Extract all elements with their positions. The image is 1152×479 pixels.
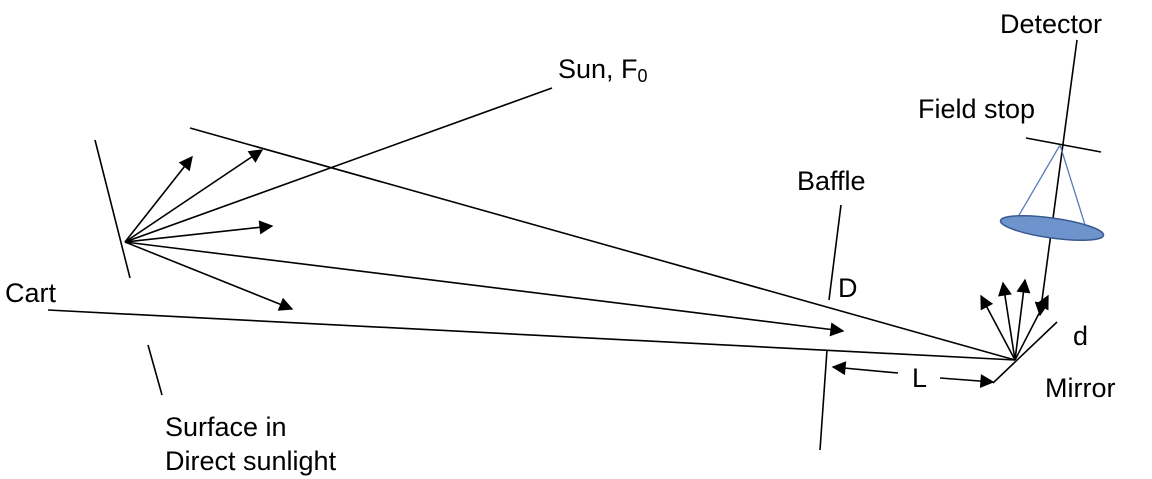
mirror-arrow-2 [998, 281, 1016, 361]
sun-label: Sun, F0 [558, 54, 648, 86]
mirror-arrow-3 [1014, 278, 1031, 361]
scatter-arrow-3 [124, 220, 274, 243]
field-stop-label: Field stop [918, 94, 1035, 124]
l-dimension-right [939, 374, 995, 389]
lens-cone-right [1059, 144, 1087, 229]
lens [999, 214, 1105, 242]
scatter-arrow-5 [124, 241, 845, 337]
mirror-d-label: d [1073, 321, 1088, 351]
lens-cone-left [1014, 144, 1061, 223]
aperture-d-label: D [838, 273, 858, 303]
cart-ray [47, 309, 1016, 361]
scatter-arrow-2 [124, 149, 264, 243]
surface-line-lower [147, 344, 163, 396]
mirror-label: Mirror [1045, 373, 1115, 403]
surface-line-upper [94, 139, 131, 279]
upper-ray [189, 127, 1016, 361]
baffle-label: Baffle [797, 166, 866, 196]
sun-subscript: 0 [638, 66, 648, 86]
field-stop-line [1025, 137, 1102, 153]
surface-label-line2: Direct sunlight [165, 446, 337, 476]
mirror-surface [992, 321, 1058, 384]
scatter-arrow-1 [124, 155, 193, 243]
detector-label: Detector [1000, 9, 1102, 39]
surface-label-line1: Surface in [165, 412, 287, 442]
baffle-lower [819, 349, 828, 451]
l-dimension-left [831, 361, 899, 376]
detector-axis [1034, 39, 1078, 317]
mirror-arrow-4 [1014, 294, 1049, 361]
baffle-upper [828, 204, 842, 301]
distance-l-label: L [912, 363, 927, 393]
cart-label: Cart [5, 278, 57, 308]
mirror-arrow-1 [980, 294, 1016, 361]
sun-ray [124, 87, 553, 243]
scatter-arrow-4 [124, 241, 294, 311]
